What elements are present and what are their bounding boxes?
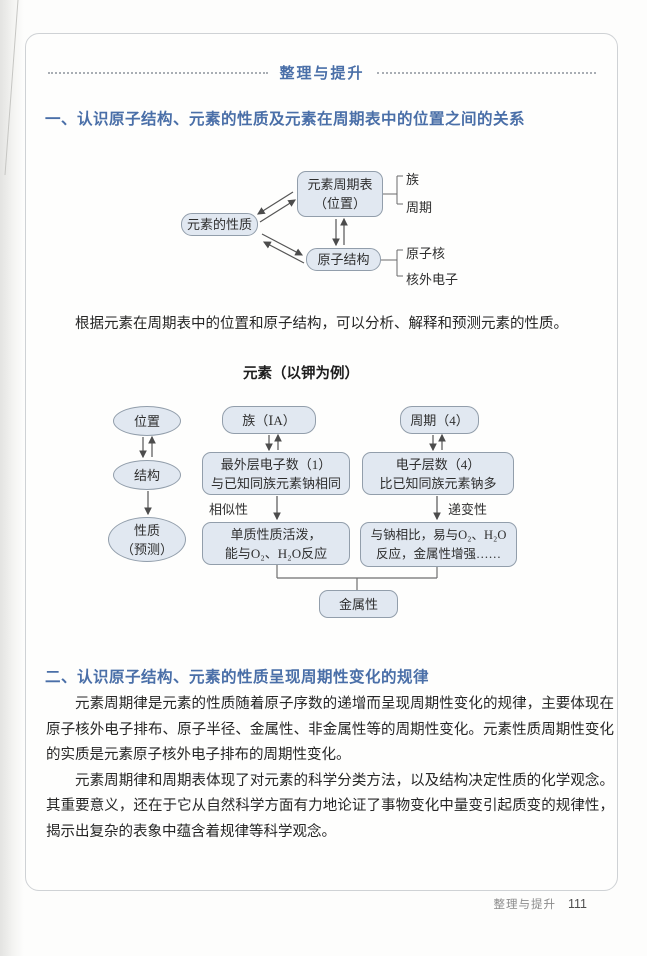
diagram2-simple-substance-box: 单质性质活泼， 能与O₂、H₂O反应 bbox=[202, 522, 350, 565]
diagram2-title: 元素（以钾为例） bbox=[243, 366, 359, 382]
page-header-title: 整理与提升 bbox=[279, 65, 365, 82]
shell-box-line2: 比已知同族元素钠多 bbox=[379, 475, 497, 491]
property-ellipse-line2: （预测） bbox=[120, 541, 173, 557]
section2-heading: 二、认识原子结构、元素的性质呈现周期性变化的规律 bbox=[45, 669, 430, 686]
section2-paragraph1: 元素周期律是元素的性质随着原子序数的递增而呈现周期性变化的规律，主要体现在原子核… bbox=[46, 696, 614, 763]
footer-page-number: 111 bbox=[567, 897, 587, 911]
page-header: 整理与提升 bbox=[48, 62, 597, 83]
periodic-table-box-line1: 元素周期表 bbox=[307, 177, 373, 192]
outer-electron-box-line2: 与已知同族元素钠相同 bbox=[210, 475, 341, 491]
diagram2-compare-box: 与钠相比，易与O₂、H₂O 反应，金属性增强…… bbox=[360, 522, 517, 567]
diagram2-period-box: 周期（4） bbox=[400, 406, 479, 434]
section1-heading: 一、认识原子结构、元素的性质及元素在周期表中的位置之间的关系 bbox=[45, 111, 526, 128]
page-footer: 整理与提升 111 bbox=[493, 896, 587, 912]
section1-paragraph-text: 根据元素在周期表中的位置和原子结构，可以分析、解释和预测元素的性质。 bbox=[75, 316, 568, 332]
simple-substance-box-line2: 能与O₂、H₂O反应 bbox=[224, 545, 328, 561]
branch-period-label: 周期 bbox=[406, 200, 433, 215]
branch-nucleus-label: 原子核 bbox=[406, 246, 446, 261]
compare-box-line2: 反应，金属性增强…… bbox=[375, 546, 501, 561]
diagram2-outer-electron-box: 最外层电子数（1） 与已知同族元素钠相同 bbox=[202, 452, 350, 495]
dotted-rule-left bbox=[48, 71, 268, 74]
compare-box-line1: 与钠相比，易与O₂、H₂O bbox=[370, 527, 507, 542]
diagram1-periodic-table-box: 元素周期表 （位置） bbox=[297, 171, 383, 217]
diagram1-atomic-structure-box: 原子结构 bbox=[306, 248, 381, 271]
section2-paragraphs: 元素周期律是元素的性质随着原子序数的递增而呈现周期性变化的规律，主要体现在原子核… bbox=[46, 692, 614, 845]
branch-outer-electrons-label: 核外电子 bbox=[406, 272, 459, 287]
diagram2-shell-box: 电子层数（4） 比已知同族元素钠多 bbox=[362, 452, 514, 495]
periodic-table-box-line2: （位置） bbox=[313, 196, 366, 211]
diagram2-structure-ellipse: 结构 bbox=[113, 460, 181, 490]
dotted-rule-right bbox=[376, 71, 597, 74]
diagram2-property-ellipse: 性质 （预测） bbox=[108, 517, 186, 562]
gradation-label: 递变性 bbox=[448, 502, 488, 517]
similarity-label: 相似性 bbox=[209, 502, 249, 517]
diagram2-position-ellipse: 位置 bbox=[113, 406, 181, 436]
diagram1-element-properties-box: 元素的性质 bbox=[181, 213, 258, 236]
simple-substance-box-line1: 单质性质活泼， bbox=[230, 526, 322, 542]
section2-paragraph2: 元素周期律和周期表体现了对元素的科学分类方法，以及结构决定性质的化学观念。其重要… bbox=[46, 772, 614, 840]
section1-paragraph: 根据元素在周期表中的位置和原子结构，可以分析、解释和预测元素的性质。 bbox=[46, 312, 614, 338]
branch-family-label: 族 bbox=[406, 172, 420, 187]
diagram2-metallic-box: 金属性 bbox=[319, 590, 398, 618]
shell-box-line1: 电子层数（4） bbox=[395, 456, 481, 472]
diagram2-family-box: 族（ⅠA） bbox=[222, 406, 316, 434]
page-fold-shadow bbox=[0, 0, 24, 956]
property-ellipse-line1: 性质 bbox=[133, 522, 160, 538]
outer-electron-box-line1: 最外层电子数（1） bbox=[220, 456, 332, 472]
footer-section-label: 整理与提升 bbox=[493, 899, 556, 911]
